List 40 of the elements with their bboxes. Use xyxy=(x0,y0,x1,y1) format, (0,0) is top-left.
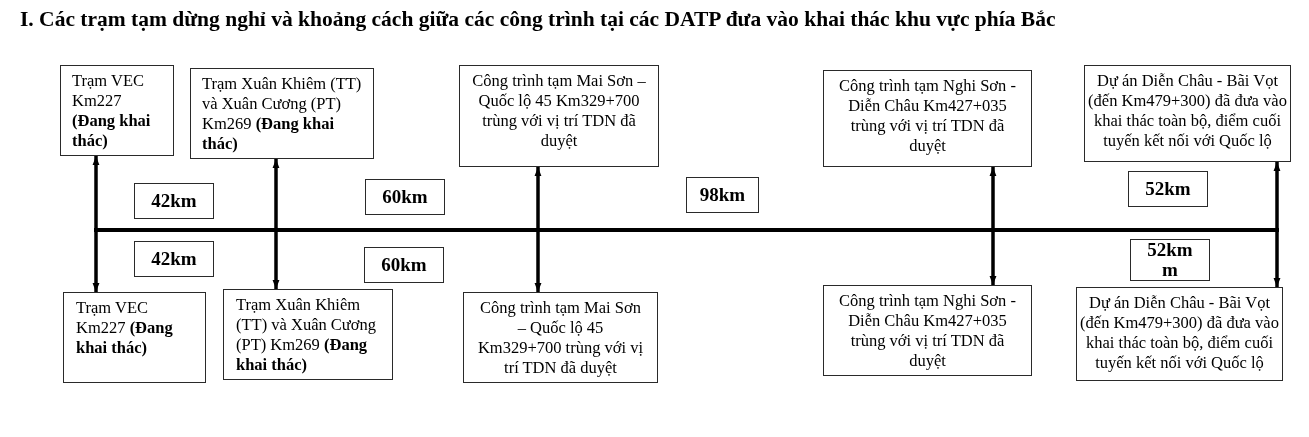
distance-label: 42km xyxy=(151,191,197,211)
distance-box xyxy=(1130,239,1210,281)
location-text: Dự án Diễn Châu - Bãi Vọt (đến Km479+300) đã đưa vào khai thác toàn bộ, điểm cuối tuyến kết nối với Quốc lộ xyxy=(1079,293,1280,373)
distance-label: 98km xyxy=(699,185,746,205)
location-text: Công trình tạm Nghi Sơn - Diễn Châu Km427+035 trùng với vị trí TDN đã duyệt xyxy=(838,76,1017,156)
double-headed-arrow xyxy=(1273,162,1281,287)
distance-label: 52km xyxy=(1145,179,1191,199)
distance-box xyxy=(686,177,759,213)
distance-box xyxy=(134,241,214,277)
distance-box xyxy=(1128,171,1208,207)
location-box xyxy=(63,292,206,383)
distance-box xyxy=(364,247,444,283)
location-box xyxy=(60,65,174,156)
location-box xyxy=(1076,287,1283,381)
location-text: Trạm Xuân Khiêm (TT) và Xuân Cương (PT) Km269 (Đang khai thác) xyxy=(202,74,363,154)
location-box xyxy=(823,70,1032,167)
distance-label: 52km m xyxy=(1146,240,1194,280)
location-box xyxy=(459,65,659,167)
location-text: Công trình tạm Nghi Sơn - Diễn Châu Km427+035 trùng với vị trí TDN đã duyệt xyxy=(838,291,1017,371)
diagram-title: I. Các trạm tạm dừng nghỉ và khoảng cách giữa các công trình tại các DATP đưa vào khai thác khu vực phía Bắc xyxy=(20,6,1056,32)
location-text: Trạm Xuân Khiêm (TT) và Xuân Cương (PT) Km269 (Đang khai thác) xyxy=(236,295,377,375)
location-box xyxy=(1084,65,1291,162)
distance-box xyxy=(134,183,214,219)
location-box xyxy=(190,68,374,159)
location-box xyxy=(823,285,1032,376)
double-headed-arrow xyxy=(272,159,280,289)
location-text: Công trình tạm Mai Sơn – Quốc lộ 45 Km329+700 trùng với vị trí TDN đã duyệt xyxy=(471,71,647,151)
location-box xyxy=(463,292,658,383)
distance-label: 60km xyxy=(381,255,427,275)
distance-box xyxy=(365,179,445,215)
location-text: Trạm VEC Km227 (Đang khai thác) xyxy=(72,71,152,151)
location-box xyxy=(223,289,393,380)
double-headed-arrow xyxy=(92,156,100,292)
distance-label: 60km xyxy=(382,187,428,207)
double-headed-arrow xyxy=(534,167,542,292)
location-text: Dự án Diễn Châu - Bãi Vọt (đến Km479+300) đã đưa vào khai thác toàn bộ, điểm cuối tuyến kết nối với Quốc lộ xyxy=(1087,71,1288,151)
location-text: Công trình tạm Mai Sơn – Quốc lộ 45 Km329+700 trùng với vị trí TDN đã duyệt xyxy=(476,298,645,378)
location-text: Trạm VEC Km227 (Đang khai thác) xyxy=(76,298,174,358)
double-headed-arrow xyxy=(989,167,997,285)
distance-label: 42km xyxy=(151,249,197,269)
